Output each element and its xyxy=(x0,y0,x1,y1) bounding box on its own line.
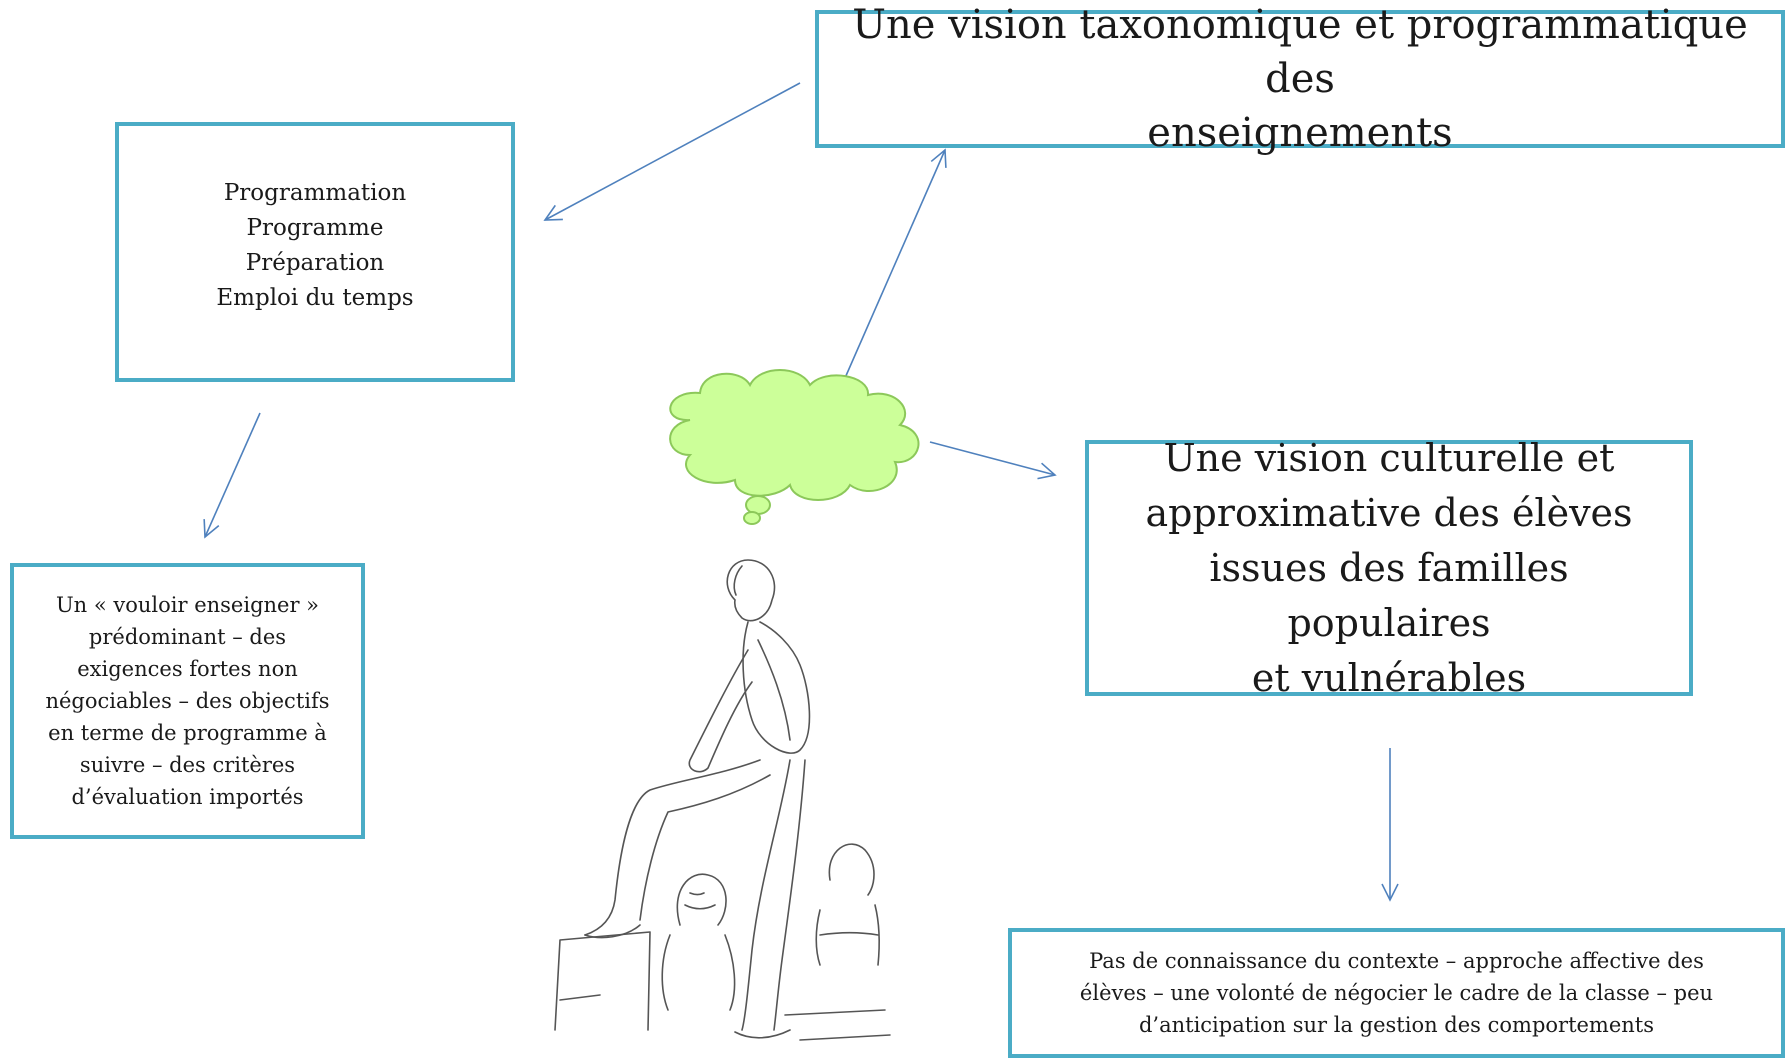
arrow-cloud-to-tax xyxy=(844,148,947,379)
prog-line-4: Emploi du temps xyxy=(216,285,414,311)
vouloir-line-4: négociables – des objectifs xyxy=(45,689,330,713)
prog-line-2: Programme xyxy=(246,215,384,241)
pas-line-3: d’anticipation sur la gestion des compor… xyxy=(1138,1013,1655,1037)
vouloir-line-5: en terme de programme à xyxy=(48,721,327,745)
vision-tax-line-2: enseignements xyxy=(1147,110,1453,156)
vouloir-line-2: prédominant – des xyxy=(88,625,287,649)
vision-cult-line-2: approximative des élèves xyxy=(1145,490,1633,535)
prog-line-1: Programmation xyxy=(223,180,407,206)
vouloir-line-7: d’évaluation importés xyxy=(71,785,304,809)
vision-taxonomique-box: Une vision taxonomique et programmatique… xyxy=(815,2,1785,156)
pas-line-2: élèves – une volonté de négocier le cadr… xyxy=(1079,981,1714,1005)
pas-de-connaissance-box: Pas de connaissance du contexte – approc… xyxy=(1008,928,1785,1058)
vision-culturelle-box: Une vision culturelle et approximative d… xyxy=(1085,436,1693,700)
arrow-tax-to-prog xyxy=(543,82,801,221)
pas-line-1: Pas de connaissance du contexte – approc… xyxy=(1089,949,1704,973)
arrow-prog-to-vouloir xyxy=(203,412,261,539)
vouloir-line-3: exigences fortes non xyxy=(77,657,298,681)
vision-tax-line-1: Une vision taxonomique et programmatique… xyxy=(852,2,1748,102)
vouloir-line-6: suivre – des critères xyxy=(79,753,296,777)
vision-cult-line-4: et vulnérables xyxy=(1251,655,1527,700)
vouloir-line-1: Un « vouloir enseigner » xyxy=(55,593,320,617)
vision-cult-line-1: Une vision culturelle et xyxy=(1163,435,1615,480)
programmation-box: Programmation Programme Préparation Empl… xyxy=(115,122,515,382)
arrow-cloud-to-cult xyxy=(929,441,1057,480)
prog-line-3: Préparation xyxy=(245,250,385,276)
vision-cult-line-3: issues des familles populaires xyxy=(1209,545,1569,645)
vouloir-enseigner-box: Un « vouloir enseigner » prédominant – d… xyxy=(10,563,365,839)
